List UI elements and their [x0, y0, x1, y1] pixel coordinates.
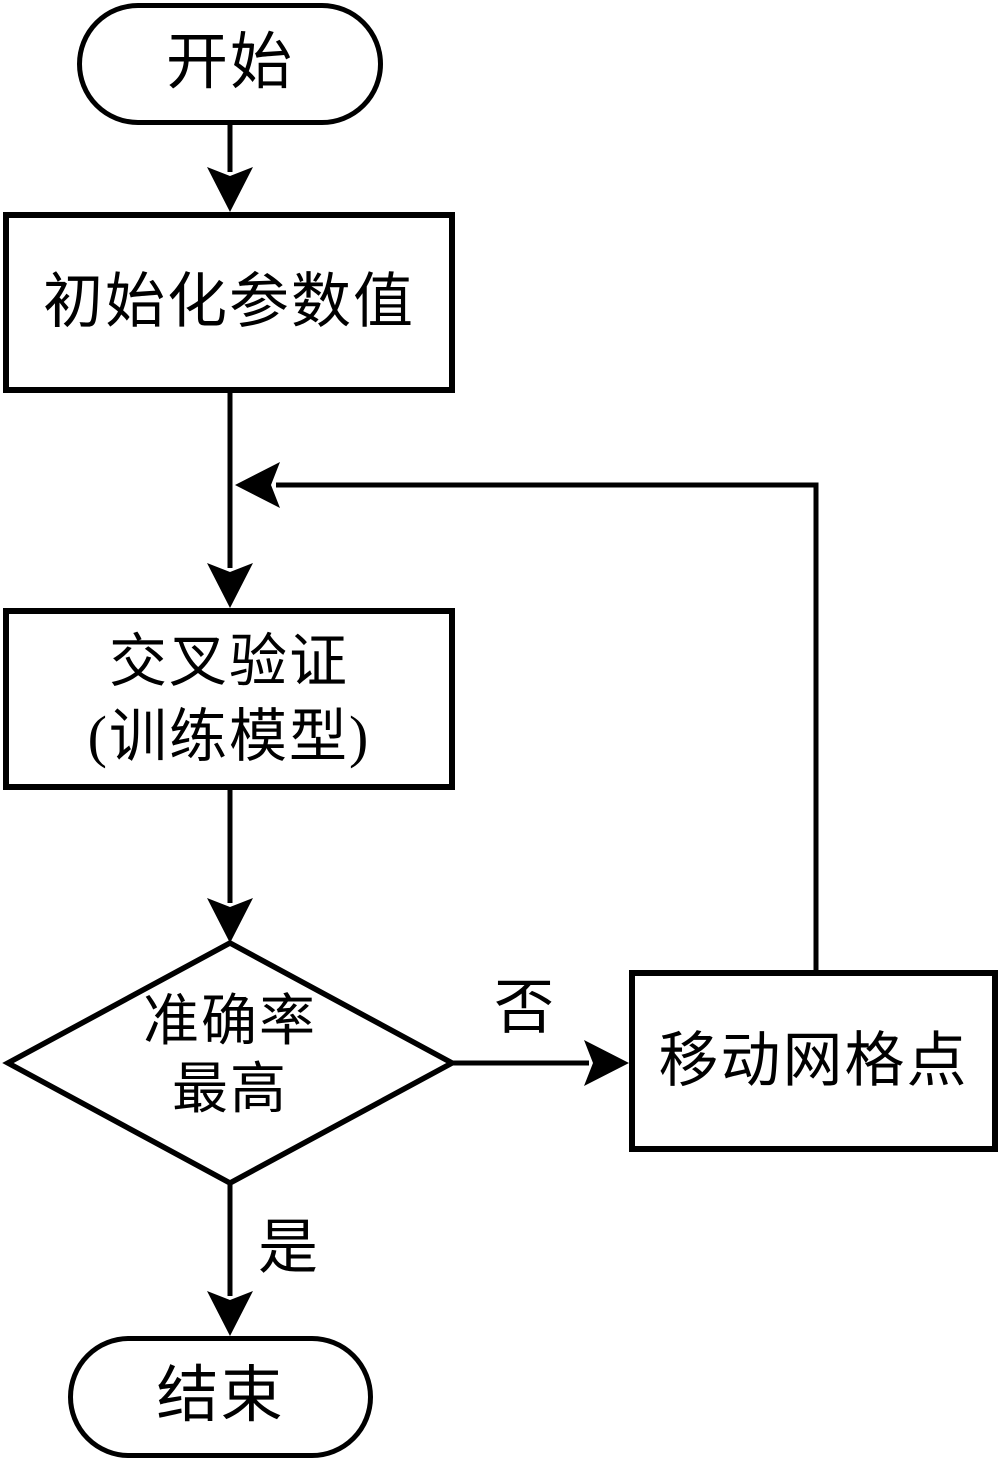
arrowhead-cross-to-decision — [207, 898, 253, 943]
node-move-grid-point: 移动网格点 — [629, 970, 998, 1152]
arrowhead-loopback — [235, 462, 280, 508]
node-start: 开始 — [77, 3, 383, 125]
node-decision-accuracy-highest: 准确率 最高 — [30, 988, 430, 1125]
node-decision-label-line2: 最高 — [172, 1059, 288, 1122]
node-move-grid-point-label: 移动网格点 — [658, 1027, 969, 1094]
decision-diamond-shape — [2, 939, 458, 1187]
node-initialize-parameters: 初始化参数值 — [3, 212, 455, 393]
node-cross-validation-label-line2: (训练模型) — [87, 704, 371, 769]
arrowhead-decision-to-end — [207, 1291, 253, 1336]
arrowhead-start-to-init — [207, 167, 253, 212]
edge-loopback — [276, 482, 819, 970]
node-end-label: 结束 — [156, 1362, 285, 1431]
node-decision-label-line1: 准确率 — [143, 991, 317, 1053]
arrowhead-init-to-cross — [207, 563, 253, 608]
node-initialize-parameters-label: 初始化参数值 — [43, 269, 415, 335]
node-end: 结束 — [68, 1336, 373, 1458]
arrowhead-decision-to-move — [584, 1040, 629, 1086]
node-start-label: 开始 — [165, 29, 294, 98]
node-cross-validation-label-line1: 交叉验证 — [108, 628, 349, 694]
edge-label-no: 否 — [494, 975, 554, 1041]
node-cross-validation: 交叉验证 (训练模型) — [3, 608, 455, 790]
edge-label-yes: 是 — [258, 1215, 318, 1281]
